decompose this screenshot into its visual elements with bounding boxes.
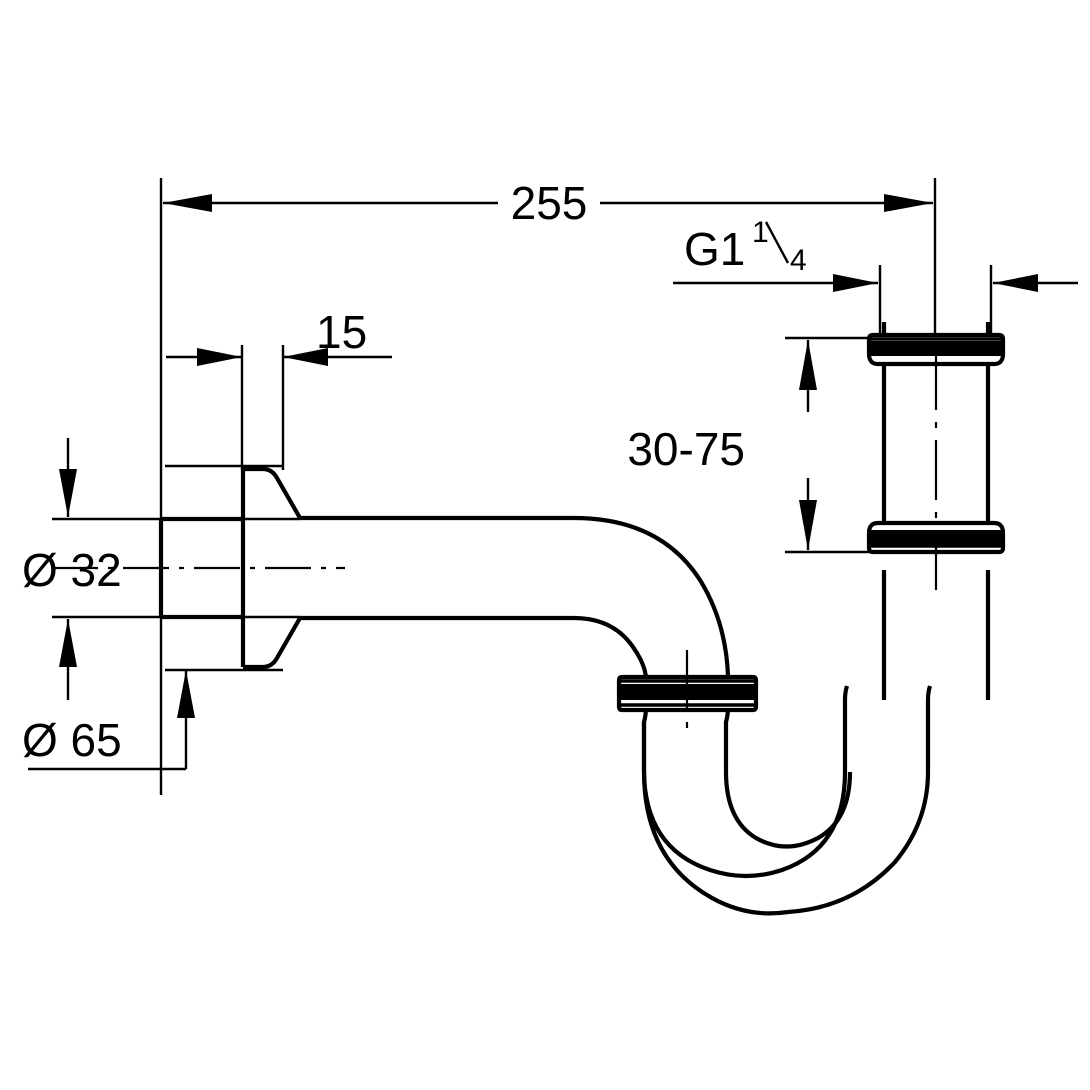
dim-label-dia-65: Ø 65: [22, 714, 122, 766]
flange-cone-bottom: [243, 616, 302, 670]
dimension-15: 15: [166, 306, 392, 366]
u-bend-outer-left: [641, 722, 789, 916]
arrowhead-g114-right: [993, 274, 1038, 292]
extension-lines: [52, 178, 993, 795]
arrowhead-15-left: [197, 348, 242, 366]
horizontal-pipe-bottom: [300, 615, 649, 679]
dimension-30-75: 30-75: [627, 340, 817, 550]
arrowhead-255-right: [884, 194, 933, 212]
arrowhead-3075-top: [799, 340, 817, 390]
arrowhead-dia32-top: [59, 469, 77, 517]
dim-label-15: 15: [316, 306, 367, 358]
nut-outlet-top: [866, 332, 1006, 367]
dim-label-g114-denominator: 4: [790, 244, 807, 277]
arrowhead-g114-left: [833, 274, 878, 292]
dim-label-255: 255: [511, 177, 588, 229]
dimension-dia-32: Ø 32: [22, 438, 122, 700]
arrowhead-3075-bottom: [799, 500, 817, 550]
u-bend-throat: [723, 706, 853, 849]
dimension-255: 255: [163, 177, 933, 229]
arrowhead-15-right: [283, 348, 328, 366]
dim-label-g114-base: G1: [684, 223, 745, 275]
dimension-dia-65: Ø 65: [22, 670, 195, 771]
dim-label-30-75: 30-75: [627, 423, 745, 475]
dim-label-dia-32: Ø 32: [22, 544, 122, 596]
dimension-g114: G1 1 4: [673, 216, 1078, 292]
arrowhead-dia32-bottom: [59, 619, 77, 667]
arrowhead-dia65: [177, 670, 195, 718]
flange-cone-top: [243, 466, 302, 520]
dim-label-g114-numerator: 1: [752, 216, 769, 249]
u-bend-outer-right: [787, 685, 933, 915]
arrowhead-255-left: [163, 194, 212, 212]
dim-label-g114-slash: [764, 221, 790, 264]
center-lines: [52, 350, 938, 740]
nut-outlet-top-black-band: [871, 341, 1001, 356]
horizontal-pipe-top: [300, 515, 731, 677]
u-bend-inner-wall: [641, 685, 850, 879]
